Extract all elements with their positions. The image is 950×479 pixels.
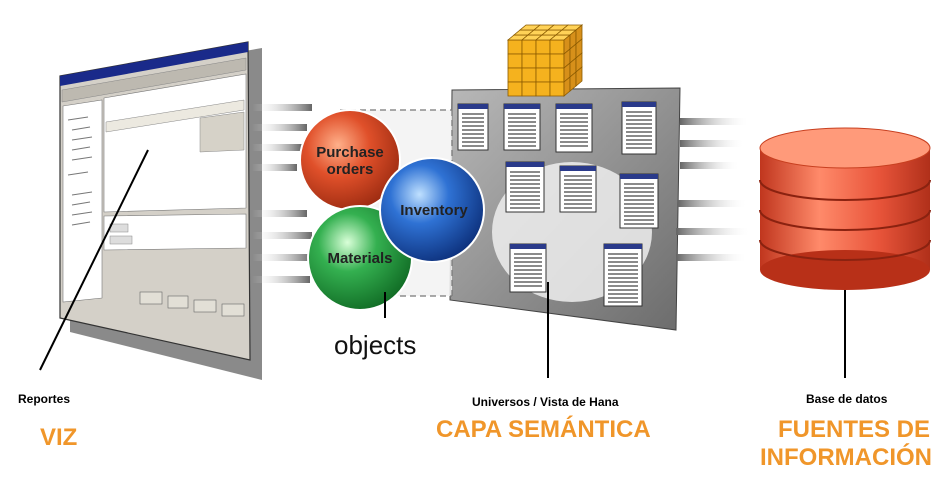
document-sheet [503, 103, 541, 151]
document-header [504, 104, 540, 109]
cube-cell [535, 39, 551, 55]
document-sheet [619, 173, 659, 229]
cube-cell [507, 39, 523, 55]
bubbles [299, 109, 485, 311]
document-header [604, 244, 642, 249]
reportes-pointer [39, 149, 149, 371]
document-header [560, 166, 596, 171]
materials-label: Materials [327, 250, 393, 267]
arrows-left [252, 104, 312, 283]
document-sheet [603, 243, 643, 307]
cube-cell [521, 53, 537, 69]
cube-cell [521, 39, 537, 55]
document-header [510, 244, 546, 249]
document-header [556, 104, 592, 109]
cube-icon [506, 24, 584, 97]
document-header [506, 162, 544, 167]
cube-cell [507, 53, 523, 69]
document-sheet [509, 243, 547, 293]
document-header [458, 104, 488, 109]
cube-cell [549, 81, 565, 97]
inventory-label: Inventory [400, 202, 468, 219]
document-sheet [559, 165, 597, 213]
document-header [622, 102, 656, 107]
fuentes-title-line2: INFORMACIÓN [760, 444, 932, 471]
cube-cell [549, 53, 565, 69]
fuentes-title-line1: FUENTES DE [778, 416, 931, 443]
objects-label: objects [334, 330, 417, 360]
cube-cell [535, 67, 551, 83]
arrows-right [676, 118, 751, 261]
semantic-documents [457, 101, 659, 307]
viz-title: VIZ [40, 424, 78, 451]
cube-cell [521, 67, 537, 83]
universos-caption: Universos / Vista de Hana [472, 395, 619, 409]
reportes-caption: Reportes [18, 392, 71, 406]
base-de-datos-caption: Base de datos [806, 392, 888, 406]
document-sheet [457, 103, 489, 151]
report-window [59, 41, 251, 361]
cube-cell [575, 66, 583, 87]
purchase-orders-label: Purchase orders [316, 144, 384, 178]
capa-semantica-title: CAPA SEMÁNTICA [436, 416, 651, 443]
cube-cell [549, 67, 565, 83]
cube-cell [507, 67, 523, 83]
database-icon [759, 127, 931, 290]
pointer-lines [39, 149, 846, 378]
document-header [620, 174, 658, 179]
cube-cell [535, 81, 551, 97]
cube-cell [507, 81, 523, 97]
document-sheet [555, 103, 593, 153]
cube-cell [535, 53, 551, 69]
inventory-bubble [379, 157, 485, 263]
cube-cell [549, 39, 565, 55]
cube-cell [521, 81, 537, 97]
